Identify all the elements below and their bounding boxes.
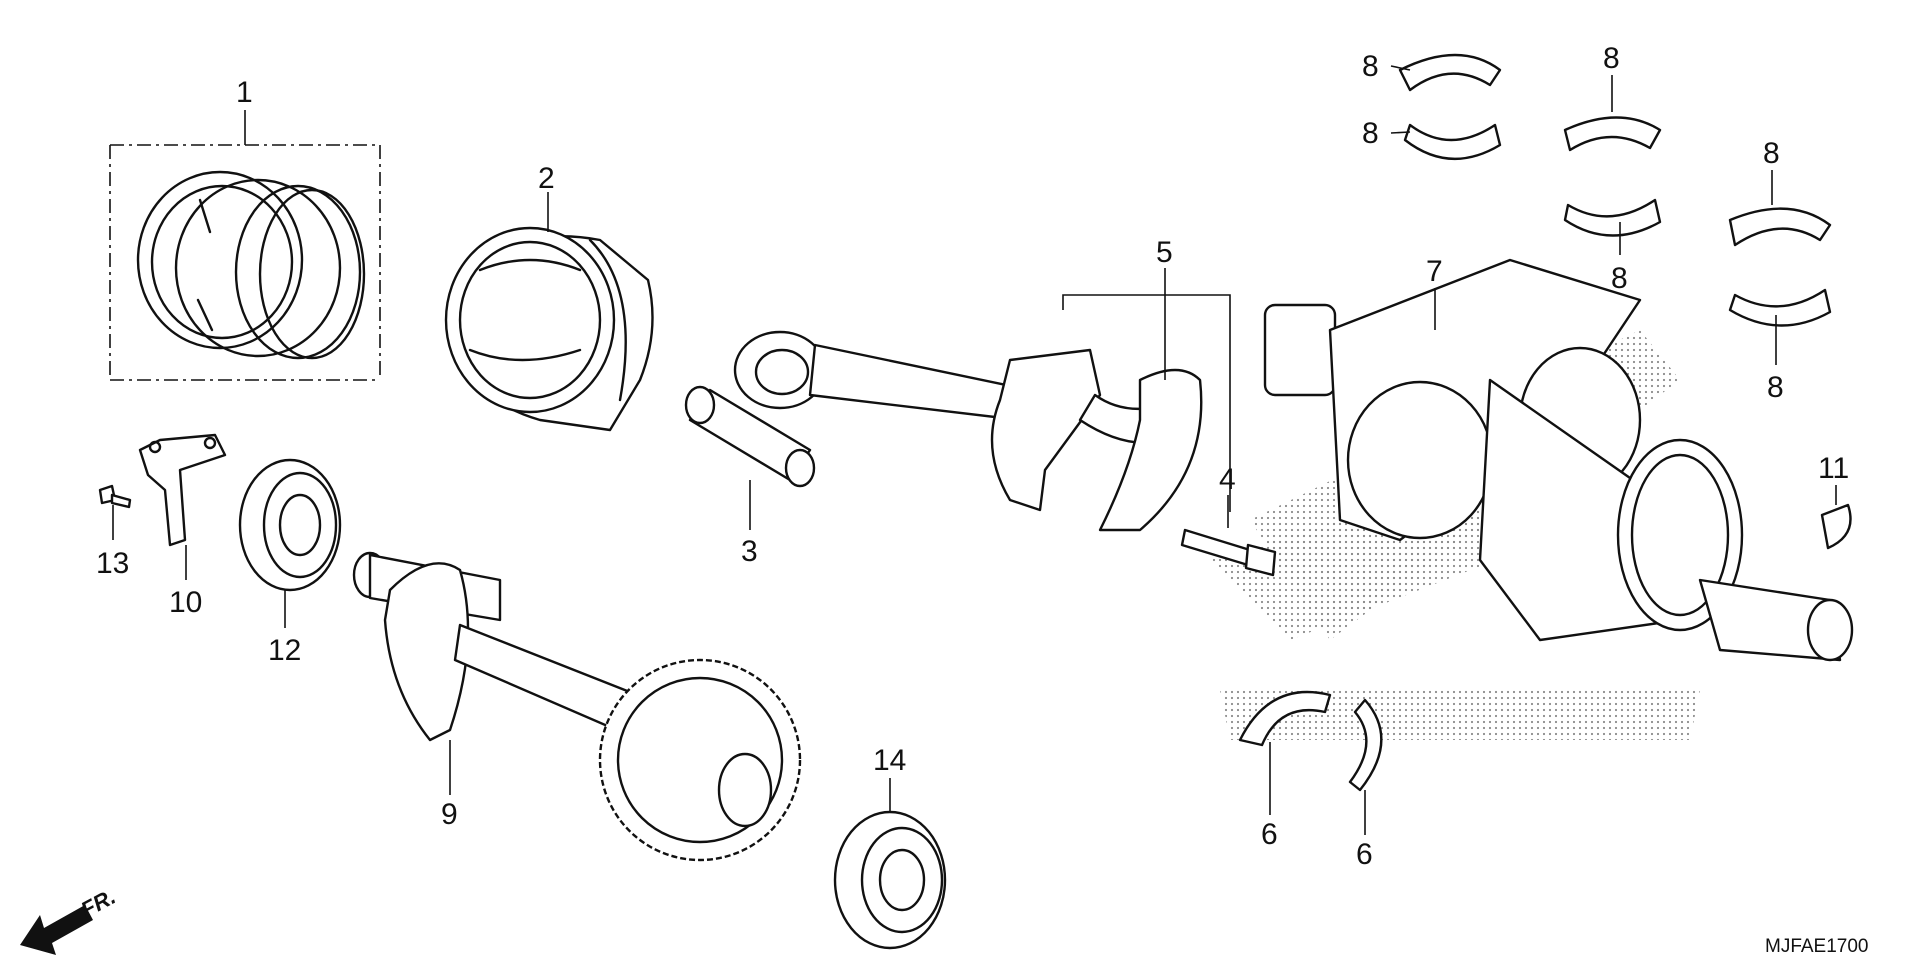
callout-11: 11 — [1818, 452, 1849, 485]
callout-8d: 8 — [1611, 262, 1628, 295]
callout-8e: 8 — [1763, 137, 1780, 170]
callout-6a: 6 — [1261, 818, 1278, 851]
piston-ring-set[interactable] — [109, 144, 381, 381]
small-bolt[interactable] — [98, 484, 132, 509]
woodruff-key[interactable] — [1820, 503, 1852, 550]
callout-8b: 8 — [1362, 117, 1379, 150]
crankshaft[interactable] — [1263, 258, 1854, 662]
callout-13: 13 — [96, 547, 129, 580]
callouts: 1 2 3 5 4 7 6 6 8 8 8 8 8 8 11 9 10 12 1… — [96, 42, 1849, 871]
balancer-shaft[interactable] — [352, 551, 802, 862]
thrust-bearing-b[interactable] — [1348, 698, 1383, 792]
ball-bearing-12[interactable] — [238, 458, 342, 592]
main-bearing-shell-3[interactable] — [1563, 116, 1662, 152]
main-bearing-shell-1[interactable] — [1398, 53, 1502, 92]
bracket-plate[interactable] — [138, 433, 227, 547]
callout-5: 5 — [1156, 236, 1173, 269]
piston[interactable] — [444, 226, 654, 432]
callout-8a: 8 — [1362, 50, 1379, 83]
ball-bearing-14[interactable] — [833, 810, 947, 950]
callout-6b: 6 — [1356, 838, 1373, 871]
main-bearing-shell-5[interactable] — [1728, 207, 1832, 247]
callout-8c: 8 — [1603, 42, 1620, 75]
callout-9: 9 — [441, 798, 458, 831]
piston-pin[interactable] — [684, 385, 816, 488]
rod-bolt[interactable] — [1180, 528, 1277, 577]
callout-3: 3 — [741, 535, 758, 568]
main-bearing-shell-6[interactable] — [1728, 288, 1832, 327]
main-bearing-shell-4[interactable] — [1563, 198, 1662, 237]
main-bearing-shell-2[interactable] — [1403, 123, 1502, 161]
callout-7: 7 — [1426, 255, 1443, 288]
rod-cap[interactable] — [1098, 368, 1203, 532]
callout-12: 12 — [268, 634, 301, 667]
callout-2: 2 — [538, 162, 555, 195]
callout-4: 4 — [1219, 463, 1236, 496]
thrust-bearing-a[interactable] — [1238, 690, 1332, 747]
callout-14: 14 — [873, 744, 906, 777]
callout-1: 1 — [236, 76, 253, 109]
leader-lines — [112, 65, 1837, 835]
front-direction-arrow: FR. — [20, 884, 120, 955]
callout-10: 10 — [169, 586, 202, 619]
callout-8f: 8 — [1767, 371, 1784, 404]
diagram-code: MJFAE1700 — [1765, 936, 1869, 957]
